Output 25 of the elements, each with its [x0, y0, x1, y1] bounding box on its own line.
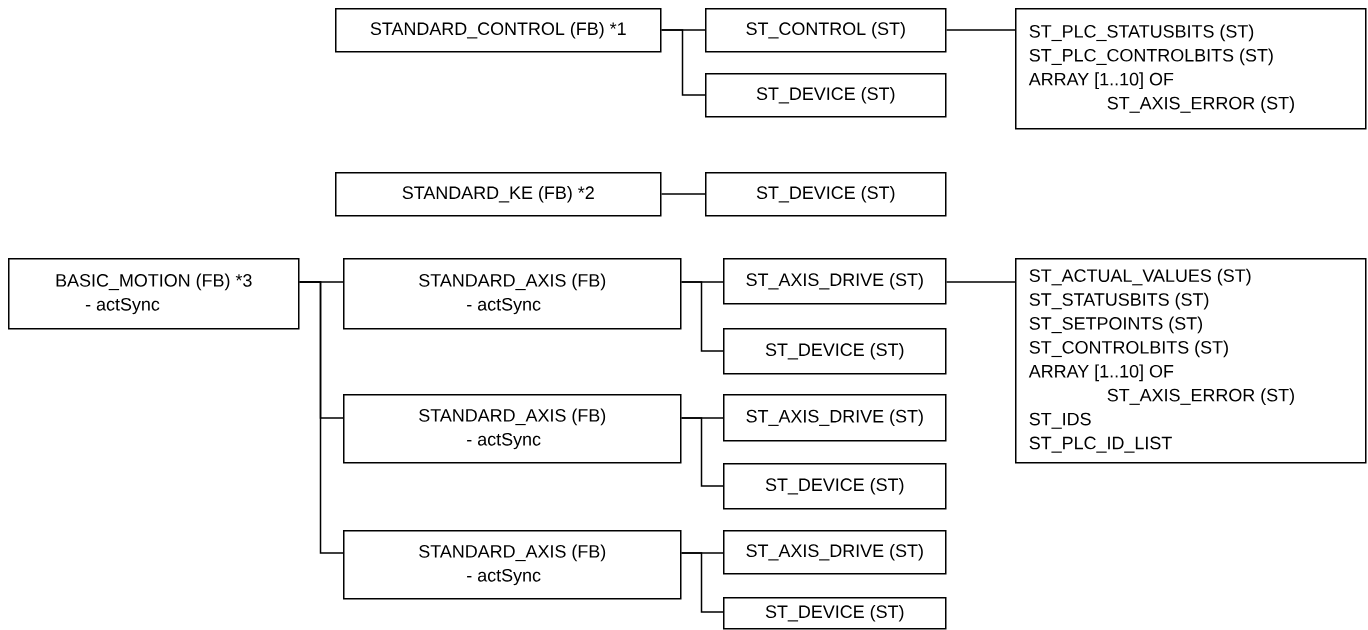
type-box: ST_DEVICE (ST)	[705, 172, 947, 217]
type-box: ST_AXIS_DRIVE (ST)	[723, 394, 947, 442]
member-list-box: ST_PLC_STATUSBITS (ST) ST_PLC_CONTROLBITS (ST) ARRAY [1..10] OF ST_AXIS_ERROR (ST)	[1015, 8, 1367, 130]
type-box: ST_CONTROL (ST)	[705, 8, 947, 53]
connector-line	[298, 281, 344, 554]
connector-line	[945, 281, 1016, 283]
type-box: ST_DEVICE (ST)	[723, 597, 947, 630]
member-list-box: ST_ACTUAL_VALUES (ST) ST_STATUSBITS (ST) ST_SETPOINTS (ST) ST_CONTROLBITS (ST) ARRAY [1..10] OF ST_AXIS_ERROR (ST) ST_IDS ST_PLC_ID_LIST	[1015, 258, 1367, 464]
type-box: STANDARD_KE (FB) *2	[335, 172, 662, 217]
type-box: STANDARD_AXIS (FB) - actSync	[343, 394, 682, 464]
connector-line	[680, 417, 724, 487]
type-box: STANDARD_AXIS (FB) - actSync	[343, 258, 682, 330]
type-box: ST_DEVICE (ST)	[723, 463, 947, 510]
type-box: STANDARD_AXIS (FB) - actSync	[343, 530, 682, 600]
type-box: ST_AXIS_DRIVE (ST)	[723, 258, 947, 305]
type-box: BASIC_MOTION (FB) *3 - actSync	[8, 258, 300, 330]
type-box: ST_AXIS_DRIVE (ST)	[723, 530, 947, 575]
type-box: ST_DEVICE (ST)	[705, 73, 947, 118]
connector-line	[660, 193, 706, 195]
connector-line	[680, 552, 724, 613]
connector-line	[660, 29, 706, 96]
connector-line	[680, 281, 724, 352]
connector-line	[945, 29, 1016, 31]
type-box: ST_DEVICE (ST)	[723, 328, 947, 375]
type-box: STANDARD_CONTROL (FB) *1	[335, 8, 662, 53]
